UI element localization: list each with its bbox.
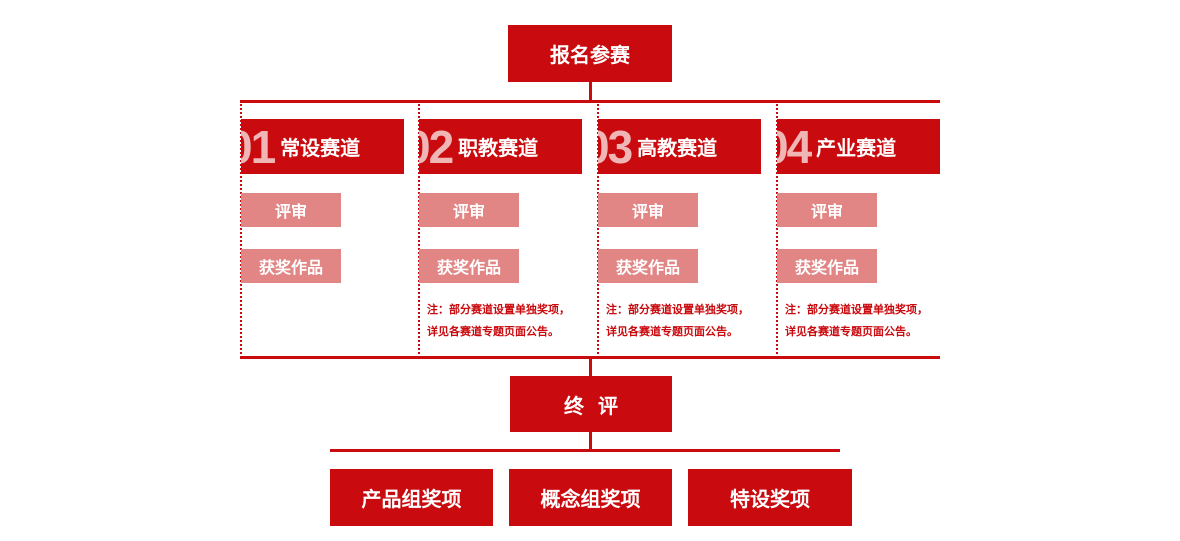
connector xyxy=(589,432,592,450)
works-label: 获奖作品 xyxy=(436,258,501,277)
review-label: 评审 xyxy=(631,202,664,221)
track-title: 常设赛道 xyxy=(280,136,361,160)
register-box: 报名参赛 xyxy=(508,25,672,82)
award-label: 概念组奖项 xyxy=(540,487,641,511)
review-tag: 评审 xyxy=(419,193,519,227)
track-note: 注：部分赛道设置单独奖项， 详见各赛道专题页面公告。 xyxy=(785,299,928,343)
review-label: 评审 xyxy=(452,202,485,221)
review-label: 评审 xyxy=(810,202,843,221)
track-note: 注：部分赛道设置单独奖项， 详见各赛道专题页面公告。 xyxy=(427,299,570,343)
register-label: 报名参赛 xyxy=(550,43,630,67)
track-column: 01常设赛道 评审 获奖作品 xyxy=(241,101,419,358)
award-label: 产品组奖项 xyxy=(361,487,462,511)
awards-line xyxy=(330,449,840,452)
track-header: 03高教赛道 xyxy=(598,119,761,174)
track-number: 01 xyxy=(241,120,276,173)
review-label: 评审 xyxy=(274,202,307,221)
final-review-box: 终 评 xyxy=(510,376,672,432)
works-label: 获奖作品 xyxy=(258,258,323,277)
works-label: 获奖作品 xyxy=(615,258,680,277)
works-tag: 获奖作品 xyxy=(241,249,341,283)
award-box-concept: 概念组奖项 xyxy=(509,469,672,526)
divider xyxy=(418,101,420,358)
track-number: 02 xyxy=(419,120,454,173)
connector xyxy=(589,82,592,102)
divider xyxy=(776,101,778,358)
note-line: 注：部分赛道设置单独奖项， xyxy=(427,303,570,316)
award-label: 特设奖项 xyxy=(730,487,810,511)
works-label: 获奖作品 xyxy=(794,258,859,277)
note-line: 详见各赛道专题页面公告。 xyxy=(606,325,738,338)
frame-top-line xyxy=(240,100,940,103)
works-tag: 获奖作品 xyxy=(419,249,519,283)
note-line: 注：部分赛道设置单独奖项， xyxy=(785,303,928,316)
track-note: 注：部分赛道设置单独奖项， 详见各赛道专题页面公告。 xyxy=(606,299,749,343)
review-tag: 评审 xyxy=(598,193,698,227)
review-tag: 评审 xyxy=(777,193,877,227)
track-header: 04产业赛道 xyxy=(777,119,940,174)
track-number: 04 xyxy=(777,120,812,173)
track-title: 职教赛道 xyxy=(458,136,539,160)
track-number: 03 xyxy=(598,120,633,173)
divider xyxy=(597,101,599,358)
connector xyxy=(589,358,592,376)
track-header: 01常设赛道 xyxy=(241,119,404,174)
track-title: 高教赛道 xyxy=(637,136,718,160)
works-tag: 获奖作品 xyxy=(777,249,877,283)
divider xyxy=(240,101,242,358)
works-tag: 获奖作品 xyxy=(598,249,698,283)
final-review-label: 终 评 xyxy=(564,393,618,418)
frame-bottom-line xyxy=(240,356,940,359)
award-box-special: 特设奖项 xyxy=(688,469,852,526)
award-box-product: 产品组奖项 xyxy=(330,469,493,526)
review-tag: 评审 xyxy=(241,193,341,227)
track-header: 02职教赛道 xyxy=(419,119,582,174)
note-line: 详见各赛道专题页面公告。 xyxy=(427,325,559,338)
note-line: 注：部分赛道设置单独奖项， xyxy=(606,303,749,316)
track-title: 产业赛道 xyxy=(816,136,897,160)
note-line: 详见各赛道专题页面公告。 xyxy=(785,325,917,338)
